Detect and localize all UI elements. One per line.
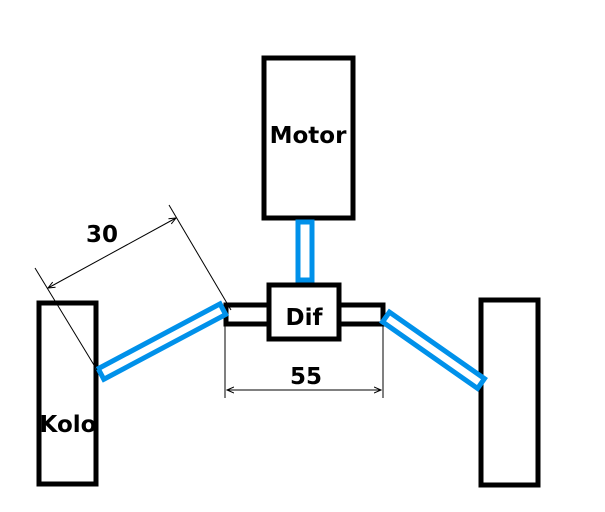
right-axle	[379, 308, 488, 392]
dimension-axle: 30	[34, 204, 232, 371]
wheel-label: Kolo	[40, 412, 97, 438]
motor-block: Motor	[261, 55, 356, 221]
dimension-line	[48, 218, 176, 288]
left-axle	[94, 300, 230, 383]
left-wheel: Kolo	[36, 300, 99, 487]
dimension-differential-label: 55	[290, 364, 322, 390]
extension-line-right	[168, 204, 232, 311]
dimension-differential: 55	[224, 325, 384, 398]
differential-label: Dif	[286, 305, 324, 331]
motor-label: Motor	[270, 123, 347, 149]
right-wheel	[478, 297, 541, 488]
differential-block: Dif	[266, 282, 342, 342]
motor-shaft	[295, 219, 315, 283]
right-housing	[336, 302, 386, 327]
extension-line-left	[34, 267, 98, 371]
left-housing	[223, 302, 273, 327]
dimension-axle-label: 30	[86, 222, 118, 248]
